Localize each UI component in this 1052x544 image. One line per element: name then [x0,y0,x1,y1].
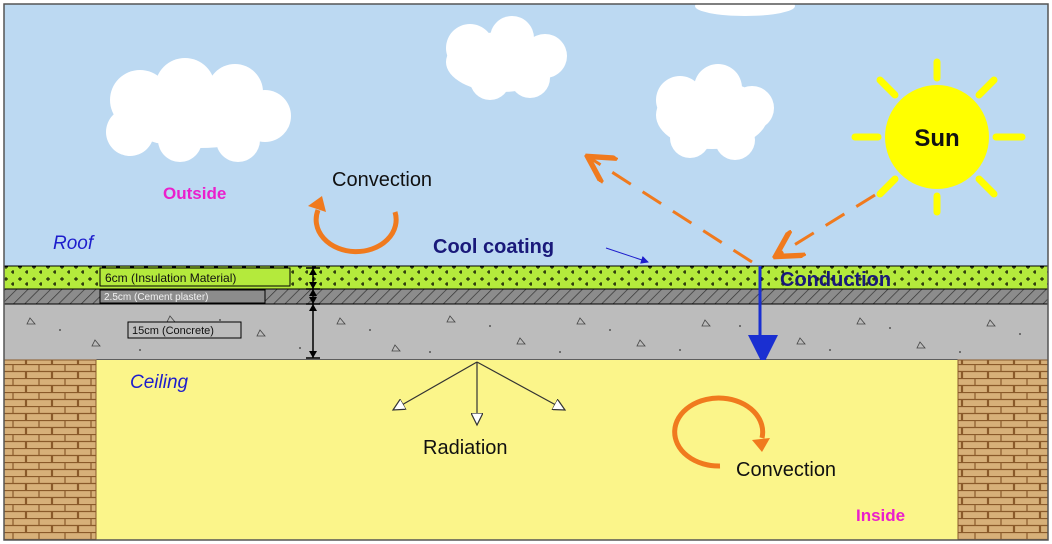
convection-bottom-label: Convection [736,459,836,481]
cool-coating-label: Cool coating [433,236,554,258]
insulation-label: 6cm (Insulation Material) [105,271,236,285]
left-brick-wall [3,359,97,541]
ceiling-label: Ceiling [130,372,189,393]
convection-top-icon [308,196,399,255]
concrete-dots [59,319,1021,353]
sun-label: Sun [914,125,959,152]
reflected-solar-ray [590,158,753,264]
concrete-texture [26,315,996,352]
plaster-label: 2.5cm (Cement plaster) [104,292,208,303]
interior-background [4,360,1048,540]
inside-label: Inside [856,506,905,525]
convection-bottom-icon [672,395,770,469]
convection-top-label: Convection [332,169,432,191]
cloud-left [106,58,291,162]
conduction-label: Conduction [780,269,891,291]
right-brick-wall [957,359,1049,541]
radiation-label: Radiation [423,437,508,459]
concrete-label: 15cm (Concrete) [132,325,214,337]
incoming-solar-ray [778,193,876,255]
concrete-label-box [127,321,242,339]
cloud-right [656,64,774,160]
plaster-label-box [99,289,266,304]
diagram-border [3,3,1049,541]
roof-label: Roof [53,233,95,254]
cloud-middle [446,16,567,100]
radiation-arrows [393,361,565,425]
dimension-arrows [309,268,317,358]
insulation-label-box [99,267,291,287]
outside-label: Outside [163,184,226,203]
cool-coating-pointer [605,247,649,264]
sun-icon [851,58,1026,216]
